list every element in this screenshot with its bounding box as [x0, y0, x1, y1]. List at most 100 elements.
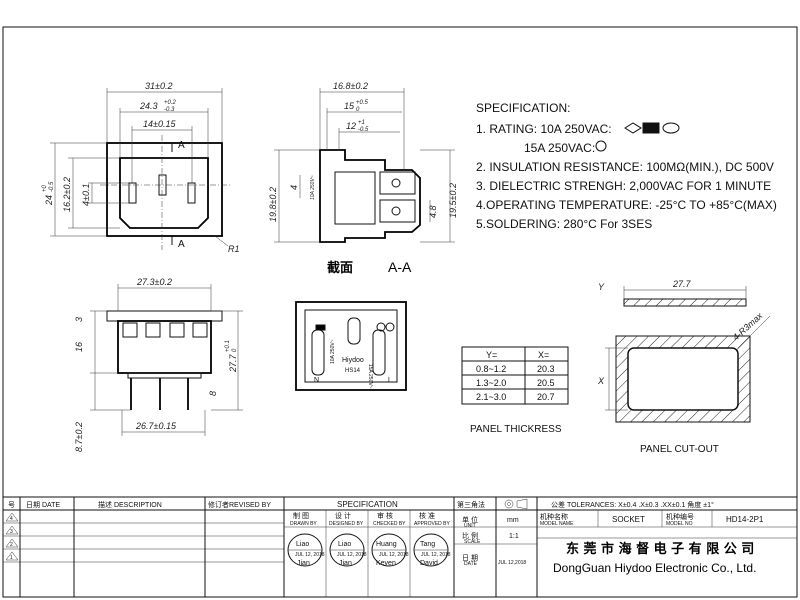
tb-model-no-label: 机种编号	[666, 512, 694, 521]
tb-role-4-en: APPROVED BY	[414, 521, 451, 527]
tb-scale-label-en: SCALE	[464, 539, 481, 545]
tb-scale-label: 比 例	[462, 531, 478, 540]
bottom-dim-bottom: 26.7±0.15	[135, 421, 177, 431]
face-brand: Hiydoo	[342, 357, 364, 364]
thickness-header-y: Y=	[486, 350, 497, 360]
face-slot-right	[372, 329, 386, 376]
bottom-dim-right-tol-top: +0.1	[225, 340, 231, 352]
face-slot-left	[311, 329, 325, 376]
side-dim-mid-tol-bot: 0	[356, 107, 360, 113]
tb-role-1-sign: Jian	[297, 560, 310, 567]
side-body	[319, 149, 421, 243]
tb-role-2-cn: 设 计	[335, 511, 351, 520]
tb-col-no: 号	[8, 501, 15, 509]
section-caption-cn: 截面	[327, 260, 353, 276]
tb-role-3-date: JUL 12, 2018	[379, 552, 409, 558]
socket-outline	[106, 142, 223, 237]
spec-line-6: 5.SOLDERING: 280°C For 3SES	[476, 217, 652, 231]
tb-unit-label: 单 位	[462, 515, 478, 524]
tb-date-label: 日 期	[462, 554, 478, 562]
drawing-frame	[2, 26, 798, 598]
front-dim-inner-tol-top: +0.2	[164, 100, 177, 106]
panel-cutout	[605, 286, 771, 423]
thickness-row-1-x: 20.3	[537, 364, 555, 374]
title-block	[2, 496, 798, 598]
bottom-dim-left-bottom: 8.7±0.2	[74, 422, 84, 452]
side-dim-top: 16.8±0.2	[333, 81, 368, 91]
tb-rev-1: 1	[10, 555, 13, 561]
cert-marks	[595, 122, 680, 152]
tb-role-3-name: Huang	[376, 541, 397, 548]
section-mark-top: A	[178, 140, 185, 151]
spec-line-4: 3. DIELECTRIC STRENGH: 2,000VAC FOR 1 MI…	[476, 179, 771, 193]
front-dim-height: 24	[44, 195, 54, 206]
tb-col-revised: 修订者REVISED BY	[208, 500, 271, 509]
cert-mark-3-icon	[662, 122, 680, 134]
front-dim-height-tol-bot: -0.5	[49, 181, 55, 192]
tb-role-3-sign: Keven	[376, 560, 396, 567]
face-view	[295, 301, 407, 391]
side-section-view	[274, 88, 455, 243]
tb-role-4-name: Tang	[420, 541, 435, 548]
tb-role-2-en: DESIGNED BY	[329, 521, 364, 527]
tb-rev-4: 4	[10, 516, 13, 522]
thickness-caption: PANEL THICKRESS	[470, 424, 562, 435]
side-dim-low-tol-bot: -0.5	[358, 127, 369, 133]
cert-mark-2-icon	[642, 122, 660, 134]
spec-line-1: 1. RATING: 10A 250VAC:	[476, 122, 612, 136]
face-model: HS14	[345, 368, 361, 374]
tb-role-2-sign: Jian	[339, 560, 352, 567]
front-dim-h3: 4±0.1	[81, 184, 91, 206]
tb-role-2-date: JUL 12, 2018	[337, 552, 367, 558]
face-label-right: 15A 250V~	[367, 364, 373, 389]
tb-scale: 1:1	[509, 533, 519, 540]
tb-role-4-cn: 核 准	[419, 511, 435, 520]
tb-unit: mm	[507, 517, 519, 524]
tb-role-1-cn: 制 图	[293, 511, 309, 520]
tb-projection: 第三角法	[457, 500, 485, 509]
side-dim-mid-tol-top: +0.5	[356, 100, 369, 106]
front-radius: R1	[228, 244, 240, 254]
bottom-dim-top: 27.3±0.2	[136, 277, 172, 287]
bottom-dim-three: 3	[74, 317, 84, 322]
face-label-left: 10A 250V~	[330, 339, 336, 364]
tb-role-1-en: DRAWN BY	[290, 521, 317, 527]
side-dim-low: 12	[346, 121, 356, 131]
front-dim-inner-tol-bot: -0.3	[164, 107, 175, 113]
side-dim-left: 19.8±0.2	[268, 187, 278, 222]
thickness-row-2-y: 1.3~2.0	[476, 378, 506, 388]
front-dim-inner: 24.3	[139, 101, 158, 111]
side-dim-mid: 15	[344, 101, 355, 111]
spec-line-5: 4.OPERATING TEMPERATURE: -25°C TO +85°C(…	[476, 198, 777, 212]
tb-rev-2: 2	[10, 542, 13, 548]
tb-company-cn: 东 莞 市 海 督 电 子 有 限 公 司	[566, 541, 754, 557]
bottom-dim-sixteen: 16	[74, 342, 84, 352]
tb-model-no-label-en: MODEL NO	[666, 521, 693, 527]
face-slot-center	[347, 317, 361, 345]
tb-company-en: DongGuan Hiydoo Electronic Co., Ltd.	[553, 561, 756, 575]
side-voltage-label: 10A 250V~	[310, 175, 316, 200]
tb-model-name-label: 机种名称	[540, 512, 568, 521]
side-dim-low-tol-top: +1	[358, 120, 365, 126]
front-dim-width: 31±0.2	[145, 81, 172, 91]
thickness-row-2-x: 20.5	[537, 378, 555, 388]
bottom-dim-right: 27.7	[228, 353, 238, 373]
bottom-view	[90, 284, 243, 436]
thickness-row-1-y: 0.8~1.2	[476, 364, 506, 374]
panel-cutout-caption: PANEL CUT-OUT	[640, 444, 719, 455]
front-dim-h2: 16.2±0.2	[62, 177, 72, 212]
tb-model-name: SOCKET	[612, 515, 645, 524]
spec-line-3: 2. INSULATION RESISTANCE: 100MΩ(MIN.), D…	[476, 160, 774, 174]
tb-role-4-sign: David	[420, 560, 438, 567]
cert-mark-1-icon	[624, 122, 642, 134]
front-view	[50, 88, 230, 250]
tb-model-no: HD14-2P1	[726, 515, 764, 524]
tb-role-1-date: JUL 12, 2018	[295, 552, 325, 558]
face-pin-n: N	[314, 377, 319, 384]
thickness-row-3-y: 2.1~3.0	[476, 392, 506, 402]
bottom-dim-eight: 8	[208, 391, 218, 396]
tb-rev-3: 3	[10, 529, 13, 535]
tb-date-label-en: DATE	[464, 561, 478, 567]
tb-col-date: 日期 DATE	[26, 501, 60, 509]
